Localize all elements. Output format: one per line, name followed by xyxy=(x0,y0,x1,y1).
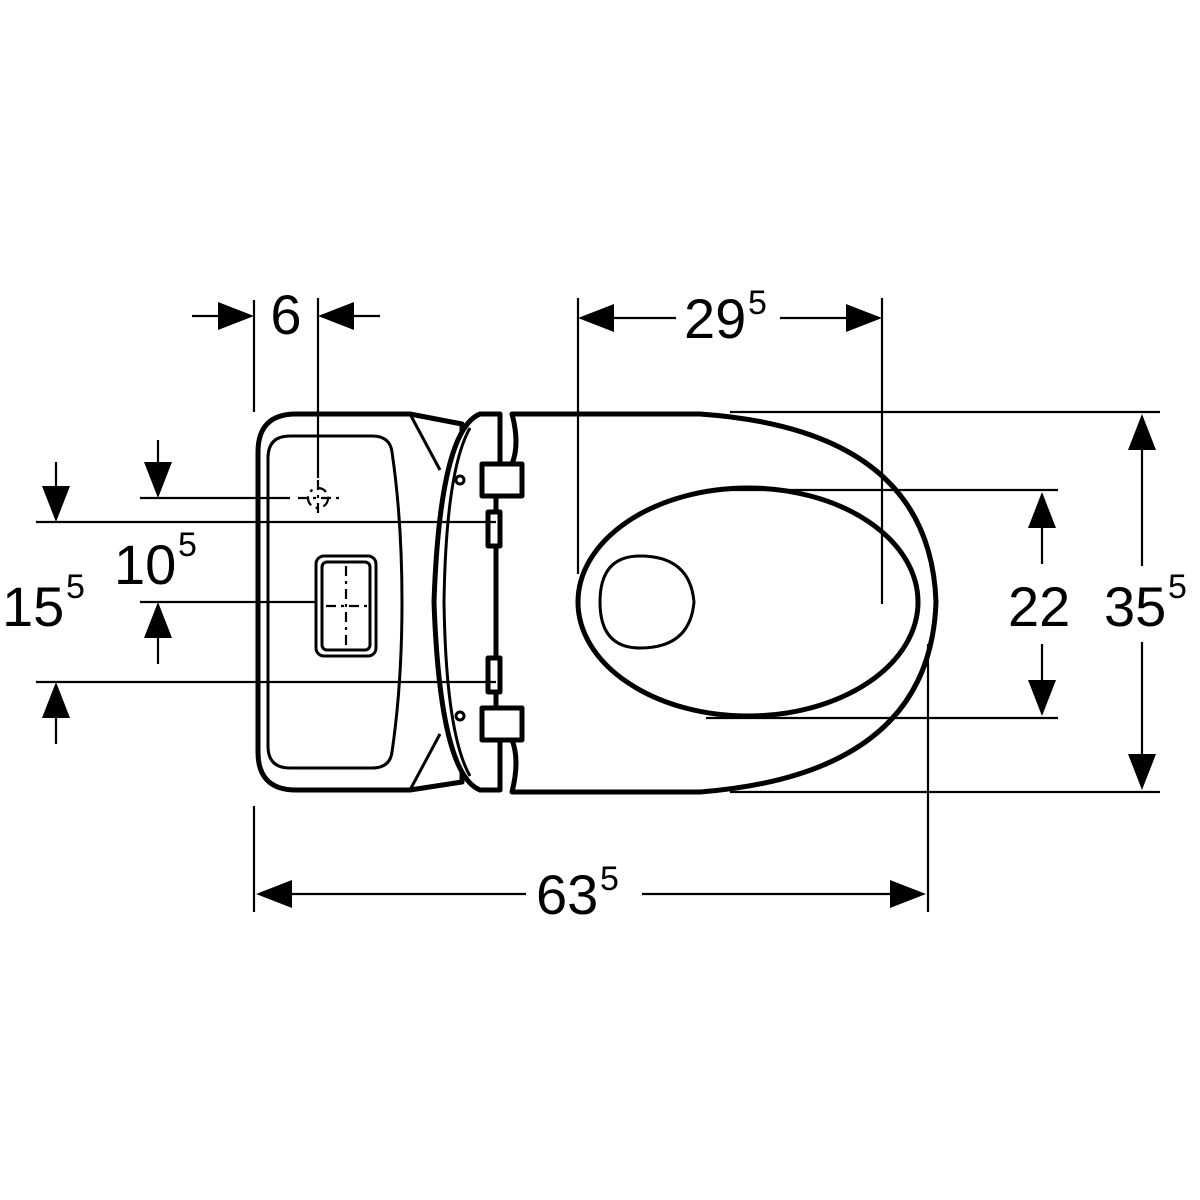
cistern-taper-top xyxy=(408,413,442,471)
flush-button-inner xyxy=(320,560,372,652)
label-seat-depth-sup: 5 xyxy=(748,284,767,322)
label-overall-length: 63 xyxy=(536,863,598,926)
arrow-355-top xyxy=(1128,414,1156,450)
label-seat-opening-width: 22 xyxy=(1008,575,1070,638)
dimension-lines xyxy=(36,298,1160,912)
arrow-105-top xyxy=(144,462,172,498)
flush-button-outer xyxy=(314,554,378,658)
arrow-22-top xyxy=(1028,492,1056,528)
label-overall-length-sup: 5 xyxy=(600,860,619,898)
seat-opening xyxy=(575,485,921,719)
cistern-taper-bottom xyxy=(408,733,442,791)
arrow-295-left xyxy=(578,304,614,332)
arrow-6-left xyxy=(218,302,254,330)
arrow-155-bottom xyxy=(42,682,70,718)
seat-back-inner xyxy=(442,427,472,777)
arrow-635-left xyxy=(256,880,292,908)
dimension-labels: 6 29 5 35 5 22 63 5 15 5 10 5 xyxy=(2,283,1187,926)
bowl-inner xyxy=(598,554,696,650)
hinge-screw-bottom xyxy=(454,710,466,722)
label-seat-depth: 29 xyxy=(684,287,746,350)
hinge-pin-bottom xyxy=(485,655,503,695)
arrow-155-top xyxy=(42,486,70,522)
arrow-295-right xyxy=(846,304,882,332)
arrow-6-right xyxy=(318,302,354,330)
arrow-22-bottom xyxy=(1028,680,1056,716)
label-hinge-spacing-sup: 5 xyxy=(66,568,85,606)
label-hinge-spacing: 15 xyxy=(2,575,64,638)
hinge-pin-top xyxy=(485,509,503,549)
label-overall-width: 35 xyxy=(1104,575,1166,638)
label-cistern-offset: 6 xyxy=(270,283,301,346)
arrow-355-bottom xyxy=(1128,754,1156,790)
hinge-block-top xyxy=(479,461,525,499)
cistern-lid xyxy=(266,434,404,770)
label-button-offset-sup: 5 xyxy=(178,526,197,564)
label-overall-width-sup: 5 xyxy=(1168,568,1187,606)
arrow-635-right xyxy=(890,880,926,908)
toilet-outline xyxy=(255,411,939,795)
arrow-105-bottom xyxy=(144,602,172,638)
cistern-outer xyxy=(255,411,465,793)
hinge-screw-top xyxy=(454,474,466,486)
hinge-block-bottom xyxy=(479,705,525,743)
label-button-offset: 10 xyxy=(114,533,176,596)
